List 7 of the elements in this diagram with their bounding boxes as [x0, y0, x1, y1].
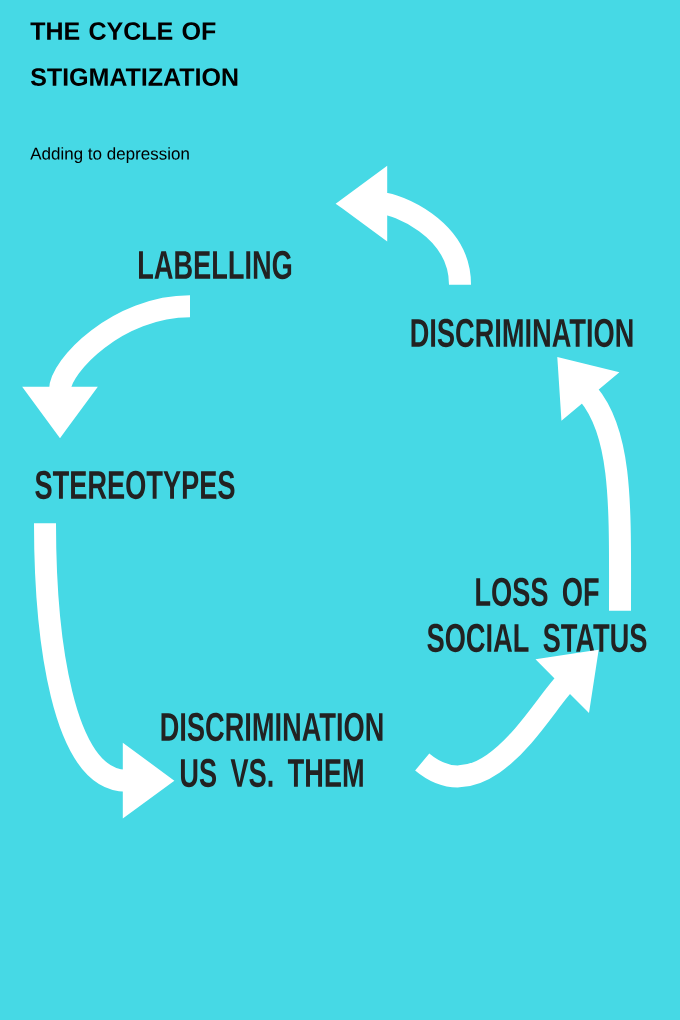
subtitle: Adding to depression [30, 147, 189, 164]
stage-label: DISCRIMINATION US VS. THEM [161, 712, 383, 788]
stage-label: LOSS OF SOCIAL STATUS [427, 577, 647, 653]
stage-label: STEREOTYPES [35, 470, 235, 500]
stage-label: LABELLING [139, 250, 292, 280]
stage-label: DISCRIMINATION [411, 318, 633, 348]
title: THE CYCLE OF STIGMATIZATION [30, 22, 238, 86]
